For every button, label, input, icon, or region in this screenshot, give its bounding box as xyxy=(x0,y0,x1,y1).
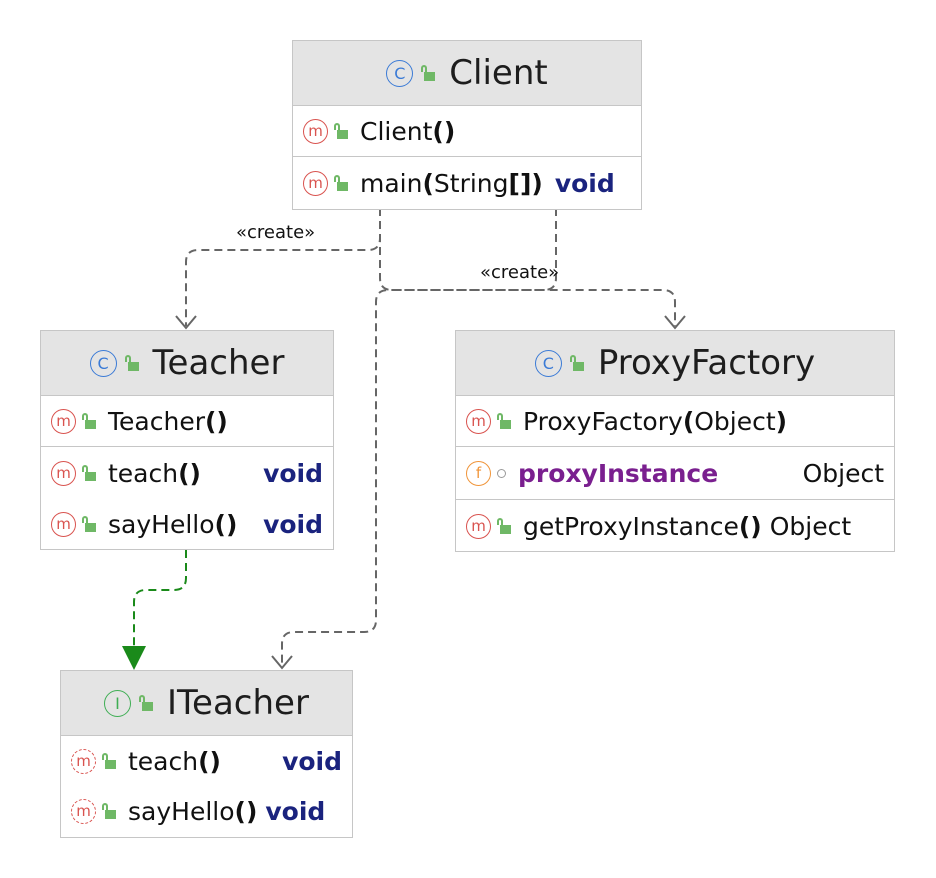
class-client-header[interactable]: C Client xyxy=(293,41,641,106)
member-name: ProxyFactory xyxy=(523,406,683,436)
public-lock-icon xyxy=(124,355,139,371)
field-type: Object xyxy=(802,458,884,488)
member-row[interactable]: m teach() void xyxy=(61,736,352,786)
abstract-method-icon: m xyxy=(71,748,96,774)
member-params: () xyxy=(234,796,258,826)
member-row[interactable]: m Teacher() xyxy=(41,396,333,446)
public-lock-icon xyxy=(334,175,348,191)
public-lock-icon xyxy=(497,518,511,534)
interface-iteacher[interactable]: I ITeacher m teach() void m sayHello() v… xyxy=(60,670,353,838)
create-label-teacher: «create» xyxy=(236,222,316,243)
member-row[interactable]: m ProxyFactory(Object) xyxy=(456,396,894,446)
member-name: teach xyxy=(128,746,199,776)
public-lock-icon xyxy=(497,413,511,429)
class-icon: C xyxy=(89,349,117,377)
private-dot-icon xyxy=(497,468,506,478)
member-name: Client xyxy=(360,116,433,146)
class-proxyfactory-header[interactable]: C ProxyFactory xyxy=(456,331,894,396)
realization-arrowhead xyxy=(122,646,146,670)
arrowhead-iteacher xyxy=(271,655,293,670)
member-params-open: ( xyxy=(422,168,434,198)
field-row[interactable]: f proxyInstance Object xyxy=(456,446,894,499)
member-row[interactable]: m main(String[]) void xyxy=(293,156,641,209)
class-name: ProxyFactory xyxy=(597,343,816,383)
member-params: () xyxy=(198,746,221,776)
member-param-type: String xyxy=(433,168,509,198)
member-type: void xyxy=(265,796,326,826)
member-params: () xyxy=(204,406,228,436)
public-lock-icon xyxy=(102,803,116,819)
member-params: () xyxy=(178,458,201,488)
member-row[interactable]: m sayHello() void xyxy=(41,499,333,549)
public-lock-icon xyxy=(421,65,436,81)
member-name: Teacher xyxy=(108,406,205,436)
create-arrow-client-to-teacher xyxy=(185,208,381,326)
member-row[interactable]: m sayHello() void xyxy=(61,786,352,836)
create-label-proxyfactory: «create» xyxy=(480,262,560,283)
class-name: Teacher xyxy=(152,343,285,383)
member-params-open: ( xyxy=(682,406,695,436)
member-params-close: ) xyxy=(531,168,543,198)
public-lock-icon xyxy=(82,413,96,429)
member-name: sayHello xyxy=(108,509,215,539)
abstract-method-icon: m xyxy=(71,798,96,824)
member-params: () xyxy=(432,116,456,146)
method-icon: m xyxy=(303,118,328,144)
member-type: void xyxy=(263,509,323,539)
public-lock-icon xyxy=(139,695,154,711)
method-icon: m xyxy=(51,408,76,434)
method-icon: m xyxy=(303,170,328,196)
method-icon: m xyxy=(51,511,76,537)
public-lock-icon xyxy=(569,355,584,371)
class-teacher[interactable]: C Teacher m Teacher() m teach() void m s… xyxy=(40,330,334,550)
member-type: Object xyxy=(769,511,852,541)
public-lock-icon xyxy=(82,516,96,532)
member-params-close: ) xyxy=(775,406,788,436)
member-params: () xyxy=(738,511,762,541)
public-lock-icon xyxy=(102,753,116,769)
field-name: proxyInstance xyxy=(518,458,719,488)
class-icon: C xyxy=(534,349,562,377)
class-client[interactable]: C Client m Client() m main(String[]) voi… xyxy=(292,40,642,210)
method-icon: m xyxy=(466,513,491,539)
realization-arrow-teacher-to-iteacher xyxy=(133,550,187,648)
interface-iteacher-header[interactable]: I ITeacher xyxy=(61,671,352,736)
member-name: sayHello xyxy=(128,796,235,826)
field-icon: f xyxy=(466,460,491,486)
public-lock-icon xyxy=(334,123,348,139)
member-name: teach xyxy=(108,458,179,488)
arrowhead-proxyfactory xyxy=(664,315,686,330)
member-row[interactable]: m getProxyInstance() Object xyxy=(456,499,894,552)
public-lock-icon xyxy=(82,465,96,481)
member-param-brackets: [] xyxy=(508,168,532,198)
member-name: main xyxy=(360,168,423,198)
member-name: getProxyInstance xyxy=(523,511,739,541)
member-row[interactable]: m Client() xyxy=(293,106,641,156)
member-type: void xyxy=(554,168,615,198)
member-params: () xyxy=(214,509,238,539)
class-icon: C xyxy=(386,59,414,87)
class-name: Client xyxy=(449,53,548,93)
class-teacher-header[interactable]: C Teacher xyxy=(41,331,333,396)
dependency-arrow-client-to-iteacher xyxy=(281,208,557,666)
interface-icon: I xyxy=(104,689,132,717)
class-proxyfactory[interactable]: C ProxyFactory m ProxyFactory(Object) f … xyxy=(455,330,895,552)
member-param-type: Object xyxy=(694,406,776,436)
interface-name: ITeacher xyxy=(167,683,309,723)
method-icon: m xyxy=(51,460,76,486)
arrowhead-teacher xyxy=(175,315,197,330)
member-row[interactable]: m teach() void xyxy=(41,446,333,499)
method-icon: m xyxy=(466,408,491,434)
member-type: void xyxy=(263,458,323,488)
member-type: void xyxy=(282,746,342,776)
